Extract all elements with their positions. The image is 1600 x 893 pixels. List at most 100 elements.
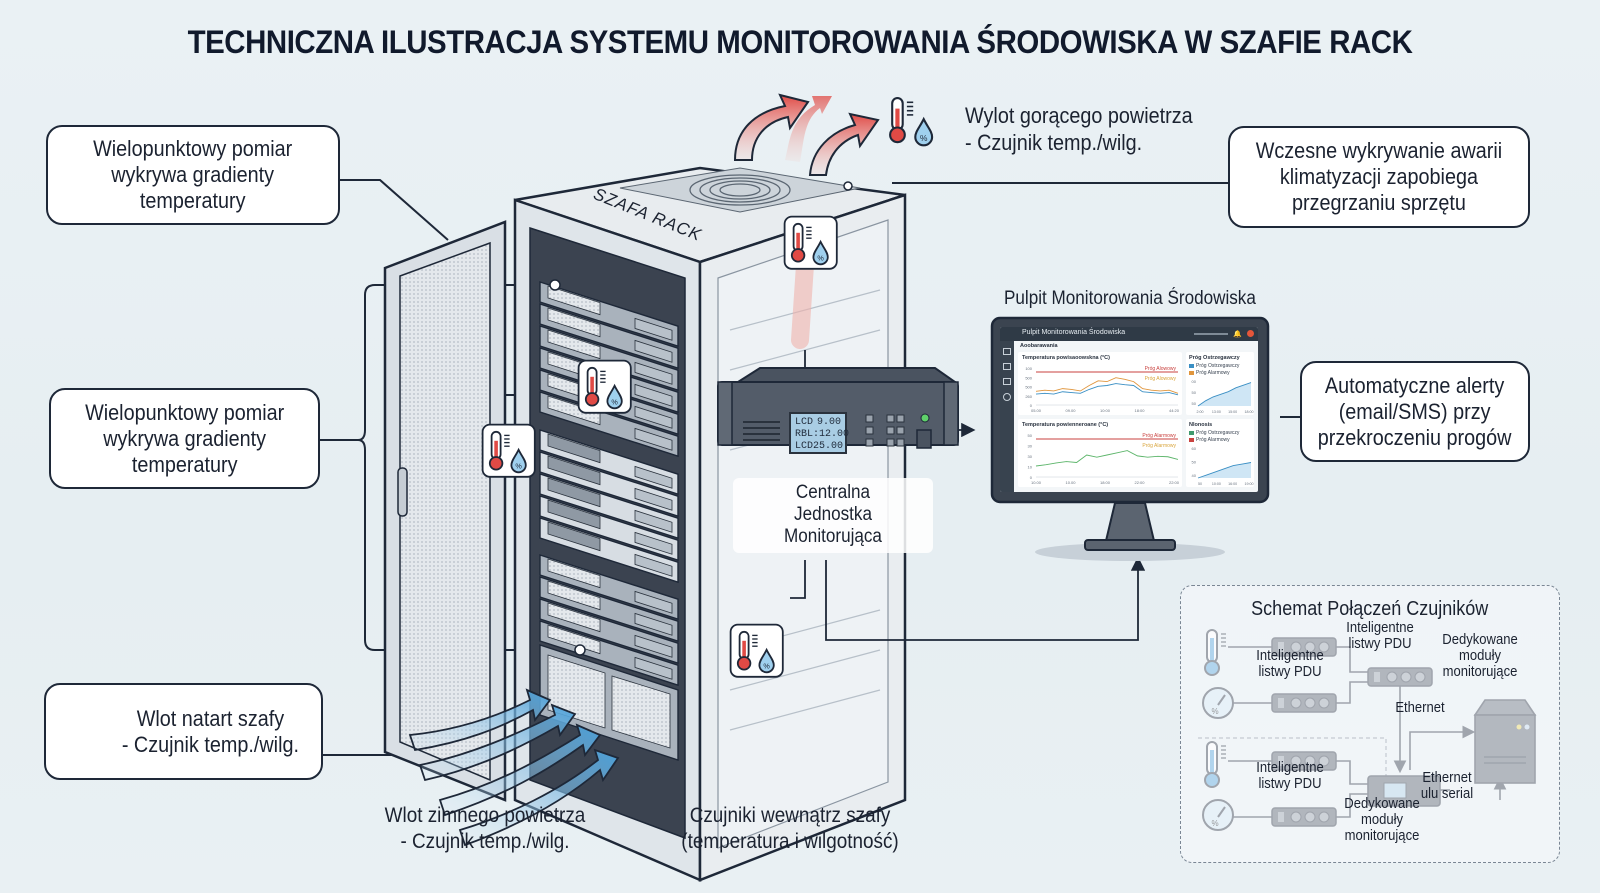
humidity-drop-icon: [812, 239, 829, 266]
bell-icon[interactable]: 🔔: [1233, 331, 1242, 338]
schema-title-text: Schemat Połączeń Czujników: [1251, 598, 1489, 620]
callout-rack-inlet: Wlot natart szafy- Czujnik temp./wilg.: [44, 683, 323, 780]
x-tick-label: 13:00: [1212, 410, 1221, 414]
play-icon[interactable]: [1003, 363, 1011, 370]
ethernet-label: Ethernet: [1385, 700, 1455, 716]
legend-label: Próg Alarmowy: [1196, 437, 1230, 443]
legend-item: Próg Alarmowy: [1189, 370, 1230, 376]
thermometer-humidity-sensor-icon: %: [783, 215, 838, 270]
label-line: Monitorująca: [784, 526, 882, 547]
label-line: Inteligentne: [1256, 760, 1324, 776]
sensor-badge: [481, 423, 536, 478]
series-line: [1035, 377, 1179, 394]
server-unit: [539, 429, 679, 496]
server-unit: [539, 554, 679, 621]
humidity-drop-icon: [914, 116, 934, 147]
y-tick-label: 260: [1025, 394, 1032, 399]
x-tick-label: 10.00: [1065, 480, 1076, 485]
thermometer-humidity-sensor-icon: %: [729, 623, 784, 678]
caption-text: Pulpit Monitorowania Środowiska: [1004, 288, 1256, 309]
area-line: [1197, 462, 1252, 479]
internal-hot-air: [791, 256, 814, 349]
series-line: [1035, 450, 1179, 467]
label-line: moduły: [1458, 648, 1502, 664]
x-tick-label: 44:20: [1169, 408, 1180, 413]
legend-swatch: [1189, 437, 1194, 442]
x-tick-label: 19:00: [1245, 482, 1254, 486]
legend-item: Próg Alarmowy: [1189, 437, 1230, 443]
svg-text:%: %: [763, 662, 770, 671]
fan-icon: [689, 174, 791, 206]
label-line: Centralna: [795, 482, 871, 503]
label-line: Inteligentne: [1256, 648, 1324, 664]
section-title: Aoobarawania: [1020, 343, 1058, 349]
threshold-label: Próg Alarmowy: [1142, 433, 1176, 439]
label-line: Ethernet: [1422, 770, 1472, 786]
server-unit: [539, 495, 679, 562]
app-sidebar: [1000, 341, 1014, 492]
power-switch: [916, 429, 932, 449]
door-handle: [397, 467, 408, 517]
label-line: Czujniki wewnątrz szafy: [689, 804, 891, 827]
hot-exhaust-label: Wylot gorącego powietrza - Czujnik temp.…: [965, 102, 1218, 156]
y-tick-label: 50: [1192, 460, 1197, 465]
callout-line: temperatury: [140, 188, 246, 213]
cold-inlet-label: Wlot zimnego powietrza - Czujnik temp./w…: [350, 803, 620, 855]
y-tick-label: 40: [1192, 473, 1197, 478]
legend-swatch: [1189, 370, 1194, 375]
callout-line: Wczesne wykrywanie awarii: [1255, 138, 1503, 163]
callout-line: Wielopunktowy pomiar: [93, 136, 293, 161]
legend-swatch: [1189, 430, 1194, 435]
app-topbar: Pulpit Monitorowania Środowiska 🔔: [1000, 327, 1258, 341]
callout-line: wykrywa gradienty: [103, 425, 266, 451]
x-tick-label: 16:00: [1228, 482, 1237, 486]
humidity-drop-icon: [758, 647, 775, 674]
server-unit: [539, 451, 679, 518]
svg-text:%: %: [611, 398, 618, 407]
svg-text:%: %: [515, 462, 522, 471]
server-unit: [539, 576, 679, 643]
label-line: Dedykowane: [1442, 632, 1518, 648]
y-tick-label: 500: [1025, 375, 1032, 380]
callout-line: przekroczeniu progów: [1318, 424, 1512, 450]
y-tick-label: 60: [1192, 446, 1197, 451]
search-bar[interactable]: [1194, 333, 1228, 335]
callout-line: przegrzaniu sprzętu: [1292, 190, 1466, 215]
legend-item: Próg Ostrzegawczy: [1189, 430, 1239, 436]
panel-title: Nlonosis: [1189, 422, 1213, 428]
x-tick-label: 18:00: [1134, 408, 1145, 413]
inside-sensors-label: Czujniki wewnątrz szafy (temperatura i w…: [655, 803, 925, 855]
central-unit-label: Centralna Jednostka Monitorująca: [733, 478, 933, 553]
label-line: monitorujące: [1344, 828, 1420, 844]
label-line: Wlot zimnego powietrza: [384, 804, 586, 827]
schema-title: Schemat Połączeń Czujników: [1180, 598, 1560, 621]
y-tick-label: 30: [1028, 454, 1033, 459]
legend-label: Próg Alarmowy: [1196, 370, 1230, 376]
user-avatar[interactable]: [1247, 330, 1254, 337]
callout-line: Automatyczne alerty: [1325, 372, 1505, 398]
legend-label: Próg Ostrzegawczy: [1196, 363, 1240, 369]
label-line: Dedykowane: [1344, 796, 1420, 812]
y-tick-label: 50: [1028, 433, 1033, 438]
y-tick-label: 0: [1030, 475, 1033, 480]
cold-air-inlet-arrows: [408, 688, 620, 847]
settings-icon[interactable]: [1003, 393, 1011, 401]
threshold-label: Próg Alowowy: [1145, 376, 1177, 382]
y-tick-label: 00: [1192, 379, 1197, 384]
dashboard-screen: Pulpit Monitorowania Środowiska 🔔 Aoobar…: [1000, 327, 1258, 492]
label-line: Jednostka: [794, 504, 872, 525]
y-tick-label: 10: [1028, 465, 1033, 470]
export-icon[interactable]: [1003, 378, 1011, 385]
humidity-drop-icon: [510, 447, 527, 474]
chart-icon[interactable]: [1003, 348, 1011, 355]
dashboard-caption: Pulpit Monitorowania Środowiska: [985, 288, 1275, 310]
